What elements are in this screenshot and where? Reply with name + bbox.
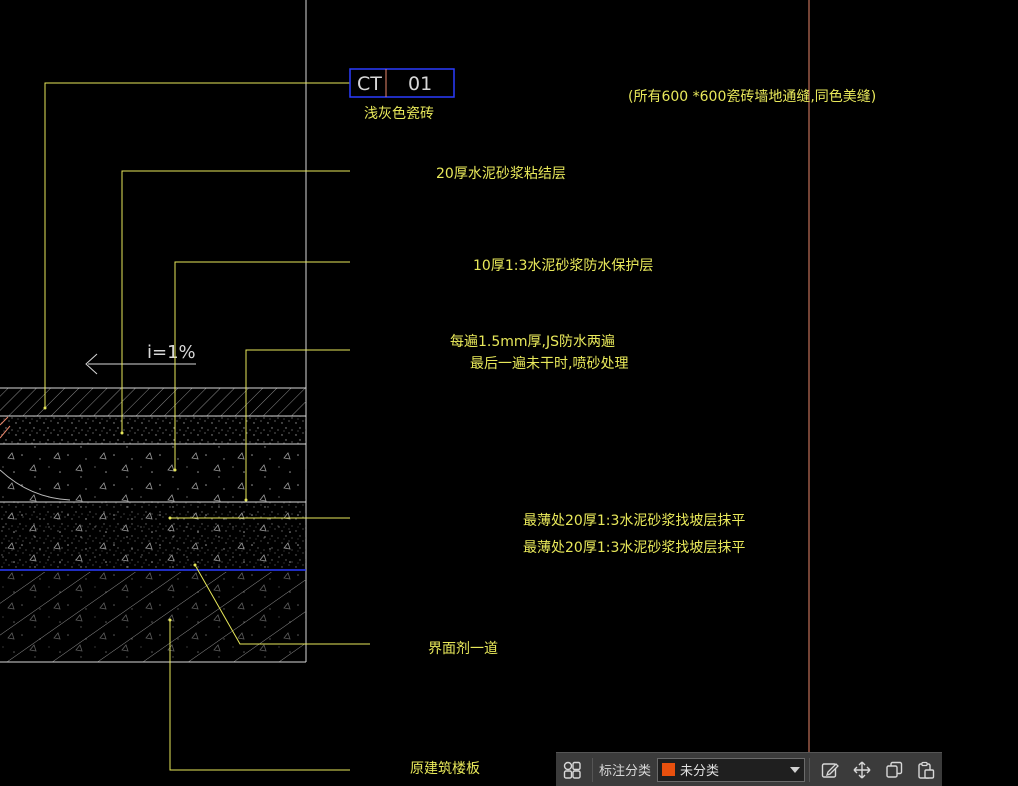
category-color-swatch [662, 763, 676, 776]
annotation-toolbar: 标注分类 未分类 [556, 752, 942, 786]
category-label: 标注分类 [599, 764, 652, 779]
layer3-line2-text: 最后一遍未干时,喷砂处理 [470, 356, 628, 372]
slope-label: i=1% [147, 342, 196, 363]
layer7-text: 原建筑楼板 [410, 761, 480, 777]
tag-number: 01 [408, 73, 432, 95]
waterproof-curve [0, 469, 71, 501]
category-value: 未分类 [680, 764, 720, 779]
bonding-layer [0, 416, 306, 444]
slab-aggregate [0, 572, 306, 662]
copy-icon[interactable] [878, 754, 910, 786]
move-icon[interactable] [846, 754, 878, 786]
screed-speckle [0, 502, 306, 570]
category-select[interactable]: 未分类 [657, 757, 806, 782]
tile-name-text: 浅灰色瓷砖 [364, 105, 434, 122]
material-tag[interactable]: CT 01 [349, 68, 455, 98]
chevron-down-icon [790, 766, 801, 773]
layer3-line1-text: 每遍1.5mm厚,JS防水两遍 [450, 334, 615, 350]
layer2-text: 10厚1:3水泥砂浆防水保护层 [473, 258, 653, 274]
leader-lines [43, 82, 370, 771]
edge-mark [0, 416, 11, 439]
paste-icon[interactable] [910, 754, 942, 786]
layer4-text: 最薄处20厚1:3水泥砂浆找坡层抹平 [523, 513, 745, 529]
layer5-text: 最薄处20厚1:3水泥砂浆找坡层抹平 [523, 540, 745, 556]
slope-indicator: i=1% [85, 342, 196, 375]
toolbar-divider [809, 757, 811, 782]
edit-icon[interactable] [814, 754, 846, 786]
toolbar-divider [592, 757, 593, 782]
layer6-text: 界面剂一道 [428, 641, 498, 657]
layer1-text: 20厚水泥砂浆粘结层 [436, 166, 566, 182]
tag-code: CT [357, 73, 382, 95]
tile-note-text: (所有600 *600瓷砖墙地通缝,同色美缝) [628, 88, 876, 105]
tile-layer [0, 388, 306, 416]
protection-layer [0, 444, 306, 502]
grid-icon[interactable] [556, 754, 588, 786]
floor-section [0, 387, 306, 663]
